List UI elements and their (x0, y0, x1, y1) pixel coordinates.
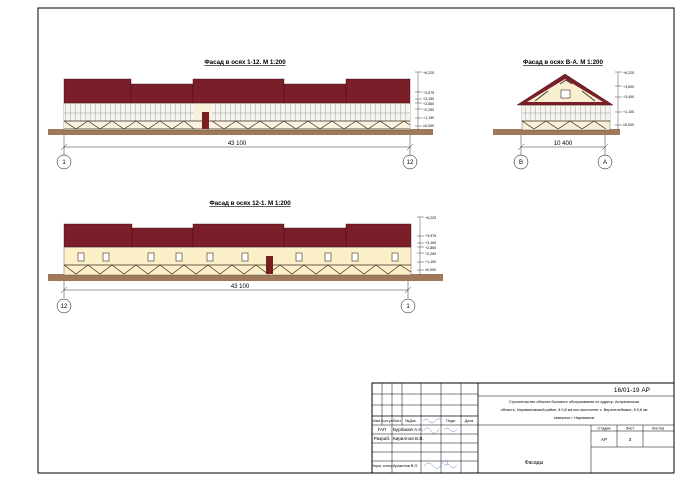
level-label: +3,150 (423, 97, 434, 101)
column-header: Лист (393, 419, 402, 423)
facade-12-1-title: Фасад в осях 12-1. М 1:200 (209, 200, 291, 207)
level-label: ±0,000 (623, 123, 634, 127)
project-line: Строительство объекта бытового обслужива… (509, 400, 639, 404)
axis-label: 12 (407, 160, 414, 166)
stage-value: АР (601, 437, 607, 442)
dimension-line (60, 281, 412, 298)
sheet-frame (37, 7, 675, 474)
axis-marker (56, 154, 72, 170)
document-code: 16/01-19 АР (614, 387, 650, 394)
axis-label: 12 (61, 304, 68, 310)
column-header: Кол.уч (381, 419, 392, 423)
roofs (63, 78, 411, 104)
level-label: +3,975 (423, 91, 434, 95)
axis-label: 1 (62, 160, 66, 166)
level-label: +2,250 (425, 252, 436, 256)
project-line: область, Наримановский район, 8 0,8 км ю… (501, 408, 648, 412)
facade-1-12-title: Фасад в осях 1-12. М 1:200 (204, 59, 286, 66)
axis-label: А (603, 160, 607, 166)
role-label: Разраб. (374, 436, 391, 441)
level-label: +3,975 (425, 234, 436, 238)
facade-v-a: Фасад в осях В-А. М 1:200 +6,225 +3,600 … (493, 59, 634, 170)
entrance-door (202, 112, 209, 129)
column-header: Дата (465, 419, 474, 423)
level-label: +6,225 (425, 216, 436, 220)
axis-label: В (519, 160, 523, 166)
level-marks (615, 71, 622, 130)
level-label: +3,400 (623, 95, 634, 99)
column-header: Подп. (446, 419, 456, 423)
stage-header: Стадия (598, 427, 611, 431)
level-label: +1,150 (425, 260, 436, 264)
level-label: +3,600 (623, 85, 634, 89)
building-wall (63, 246, 412, 276)
column-header: №Док. (405, 419, 417, 423)
ground-strip (48, 129, 433, 135)
role-label: Норм. контр (371, 464, 392, 468)
sheet-header: Лист (626, 427, 635, 431)
sheets-header: Листов (652, 427, 664, 431)
signature-scribbles (422, 418, 458, 469)
level-label: ±0,000 (423, 124, 434, 128)
dimension-line (517, 135, 609, 155)
ground-strip (493, 129, 620, 135)
sheet-name: Фасады (525, 460, 544, 466)
role-label: ГАП (378, 427, 387, 432)
axis-label: 1 (406, 304, 410, 310)
level-marks (417, 216, 424, 275)
axis-marker (402, 154, 418, 170)
axis-marker (56, 298, 72, 314)
level-label: +2,850 (423, 102, 434, 106)
person-name: Бурбаков А.Н. (393, 427, 423, 432)
gable-roof (516, 73, 614, 106)
level-label: ±0,000 (425, 268, 436, 272)
roofs (63, 223, 412, 248)
building-wall (521, 104, 611, 131)
dimension-value: 10 400 (554, 141, 573, 147)
title-block (371, 382, 675, 474)
level-label: +3,150 (425, 241, 436, 245)
facade-v-a-title: Фасад в осях В-А. М 1:200 (523, 59, 603, 66)
ground-strip (48, 274, 443, 281)
building-wall (63, 102, 411, 131)
facade-12-1: Фасад в осях 12-1. М 1:200 (48, 200, 443, 314)
column-header: Изм. (373, 419, 381, 423)
dimension-value: 43 100 (231, 284, 250, 290)
windows (77, 252, 399, 262)
person-name: Аракелов В.Л. (393, 464, 418, 468)
level-label: +6,225 (623, 71, 634, 75)
level-label: +2,250 (423, 108, 434, 112)
level-label: +1,100 (623, 110, 634, 114)
person-name: Кириллов В.В. (393, 436, 424, 441)
dimension-line (60, 135, 414, 155)
axis-marker (513, 154, 529, 170)
level-label: +1,150 (423, 116, 434, 120)
project-line: северное г. Нариманов (554, 416, 595, 420)
facade-1-12: Фасад в осях 1-12. М 1:200 (48, 59, 434, 170)
entrance-door (266, 256, 273, 274)
level-marks (415, 71, 422, 130)
axis-marker (597, 154, 613, 170)
axis-marker (400, 298, 416, 314)
timber-braces (63, 120, 411, 130)
level-label: +6,225 (423, 71, 434, 75)
sheet-value: 3 (629, 437, 632, 442)
level-label: +2,850 (425, 246, 436, 250)
dimension-value: 43 100 (228, 141, 247, 147)
